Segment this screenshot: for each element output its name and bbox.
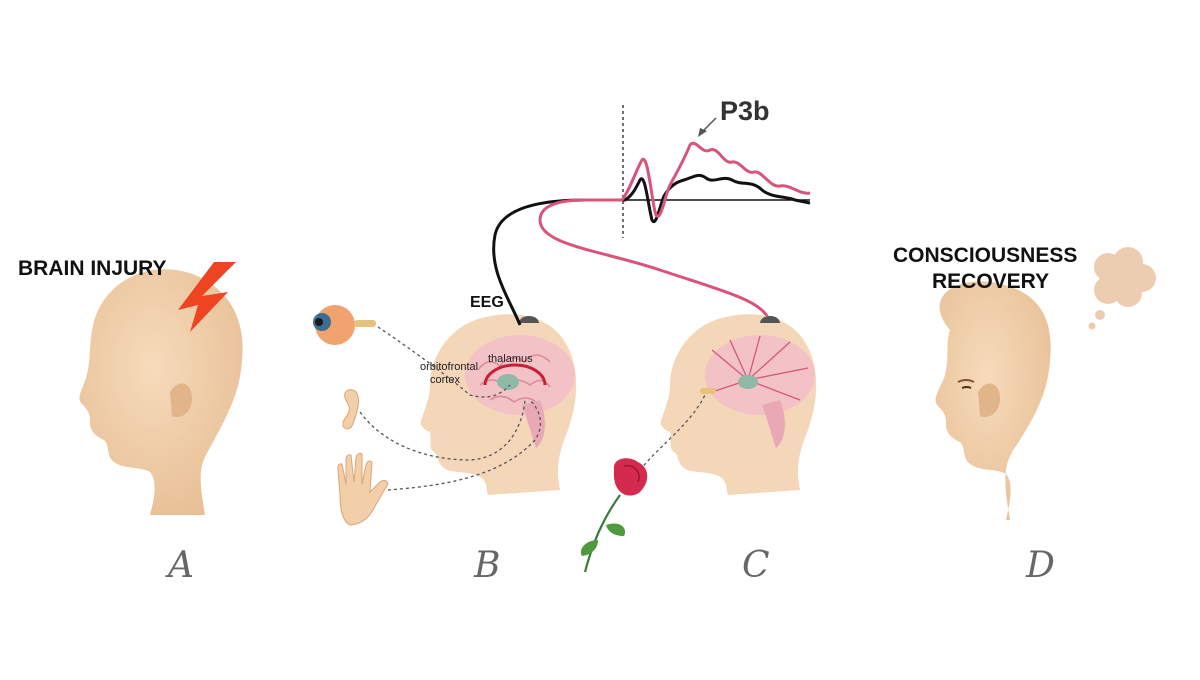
brain-c [700,335,815,448]
erp-trace-pink [538,141,811,319]
eeg-electrode-c [760,316,780,323]
sensory-path-ear [359,399,526,461]
p3b-arrowhead [698,128,707,137]
panel-d-head [935,281,1051,520]
hand-icon [337,453,389,526]
eye-icon [313,305,376,345]
smell-path [639,394,706,471]
panel-letter-b: B [473,545,500,586]
consciousness-label-line1: CONSCIOUSNESS [893,244,1077,267]
panel-letter-d: D [1025,545,1055,586]
erp-trace-black [492,173,811,326]
eeg-electrode-b [519,316,539,323]
panel-letter-a: A [165,545,194,586]
orbitofrontal-label-line2: cortex [430,374,460,386]
thalamus-label: thalamus [488,353,533,365]
rose-icon [580,458,648,573]
panel-a-head [79,269,243,515]
ear-icon [342,389,359,430]
orbitofrontal-label-line1: orbitofrontal [420,361,478,373]
lightning-icon [178,262,236,332]
panel-letter-c: C [742,545,770,586]
sensory-path-eye [377,326,511,398]
consciousness-label-line2: RECOVERY [932,270,1049,293]
p3b-label: P3b [720,96,770,126]
sensory-path-hand [387,399,542,491]
p3b-arrow [701,117,717,133]
brain-injury-label: BRAIN INJURY [18,257,167,280]
eeg-label: EEG [470,294,504,311]
brain-b [465,335,575,448]
thought-bubble-icon [1088,247,1156,330]
